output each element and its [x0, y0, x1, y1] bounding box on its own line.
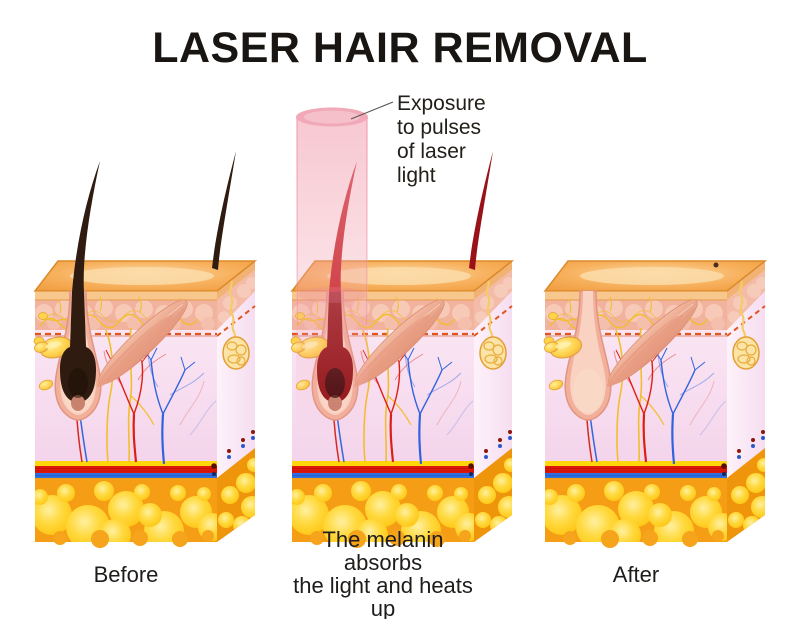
panel-before: [30, 95, 265, 555]
laser-exposure-label: Exposure to pulses of laser light: [397, 92, 486, 187]
hair-before: [60, 151, 236, 411]
caption-before: Before: [93, 561, 159, 587]
skin-cross-section-before: [30, 151, 265, 555]
skin-cross-section-after: [540, 95, 775, 555]
caption-after: After: [612, 561, 660, 587]
panel-during: [287, 95, 522, 555]
panel-after: [540, 95, 775, 555]
laser-beam: [296, 107, 368, 435]
page-title: LASER HAIR REMOVAL: [152, 24, 648, 72]
caption-during: The melanin absorbs the light and heats …: [293, 528, 473, 619]
hair-remnant-dot: [713, 262, 719, 268]
skin-cross-section-during-laser: [287, 101, 522, 555]
annotation-pointer-line: [350, 101, 394, 120]
